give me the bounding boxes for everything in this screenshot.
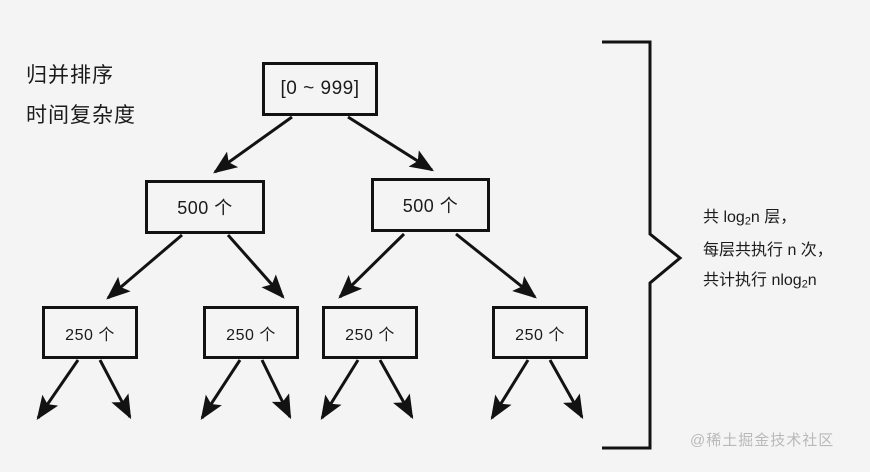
annotation-line-1-prefix: 共 log [703, 209, 745, 226]
title-line-1: 归并排序 [26, 64, 114, 87]
tree-node-level3-3: 250 个 [322, 306, 418, 359]
tree-node-level2-left-label: 500 个 [177, 198, 233, 218]
diagram-title: 归并排序 时间复杂度 [26, 56, 136, 136]
tree-node-level3-4-label: 250 个 [515, 326, 565, 344]
annotation-line-3-prefix: 共计执行 nlog [703, 272, 802, 290]
tree-node-level3-1-label: 250 个 [65, 326, 115, 344]
tree-node-level3-2: 250 个 [203, 306, 299, 359]
tree-node-level2-right: 500 个 [371, 178, 490, 232]
annotation-line-3-suffix: n [807, 272, 817, 290]
annotation-line-2: 每层共执行 n 次， [703, 242, 833, 260]
annotation-line-3-subscript: 2 [801, 278, 808, 291]
complexity-annotation: 共 log2n 层， 每层共执行 n 次， 共计执行 nlog2n [703, 203, 833, 300]
annotation-line-1-suffix: n 层， [750, 209, 797, 226]
tree-node-level3-2-label: 250 个 [226, 326, 276, 344]
tree-node-level2-left: 500 个 [145, 180, 265, 234]
right-brace [602, 40, 683, 450]
annotation-line-1: 共 log2n 层， [703, 203, 833, 236]
title-line-2: 时间复杂度 [26, 104, 136, 127]
edges-level3-to-leaves [36, 359, 584, 421]
tree-node-level3-4: 250 个 [492, 306, 588, 359]
tree-node-root-label: [0 ~ 999] [280, 78, 360, 99]
tree-node-level3-1: 250 个 [42, 306, 138, 359]
edges-level2-to-level3 [106, 232, 537, 300]
tree-node-level2-right-label: 500 个 [402, 196, 459, 216]
edges-root-to-level2 [213, 115, 435, 174]
tree-node-level3-3-label: 250 个 [345, 326, 395, 344]
watermark: @稀土掘金技术社区 [690, 432, 835, 449]
tree-node-root: [0 ~ 999] [262, 62, 378, 116]
annotation-line-1-subscript: 2 [744, 215, 751, 228]
annotation-line-3: 共计执行 nlog2n [703, 266, 833, 299]
